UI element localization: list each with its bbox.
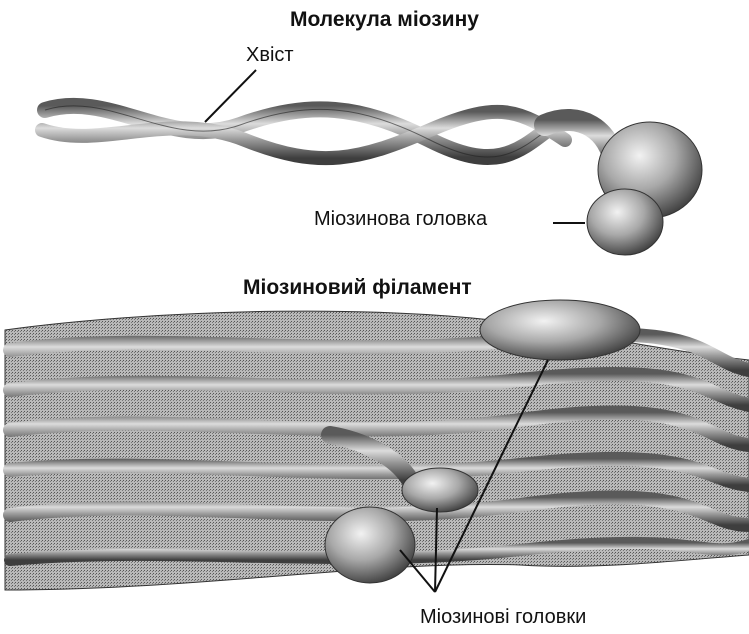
filament-head-middle — [402, 468, 478, 512]
myosin-head-lower — [587, 189, 663, 255]
filament-head-top — [480, 300, 640, 360]
title-myosin-molecule: Молекула міозину — [290, 8, 479, 32]
label-myosin-heads: Міозинові головки — [420, 606, 586, 629]
label-tail: Хвіст — [246, 44, 294, 67]
label-myosin-head: Міозинова головка — [314, 208, 487, 231]
title-myosin-filament: Міозиновий філамент — [243, 276, 472, 300]
myosin-filament — [5, 300, 749, 592]
filament-head-bottom — [325, 507, 415, 583]
